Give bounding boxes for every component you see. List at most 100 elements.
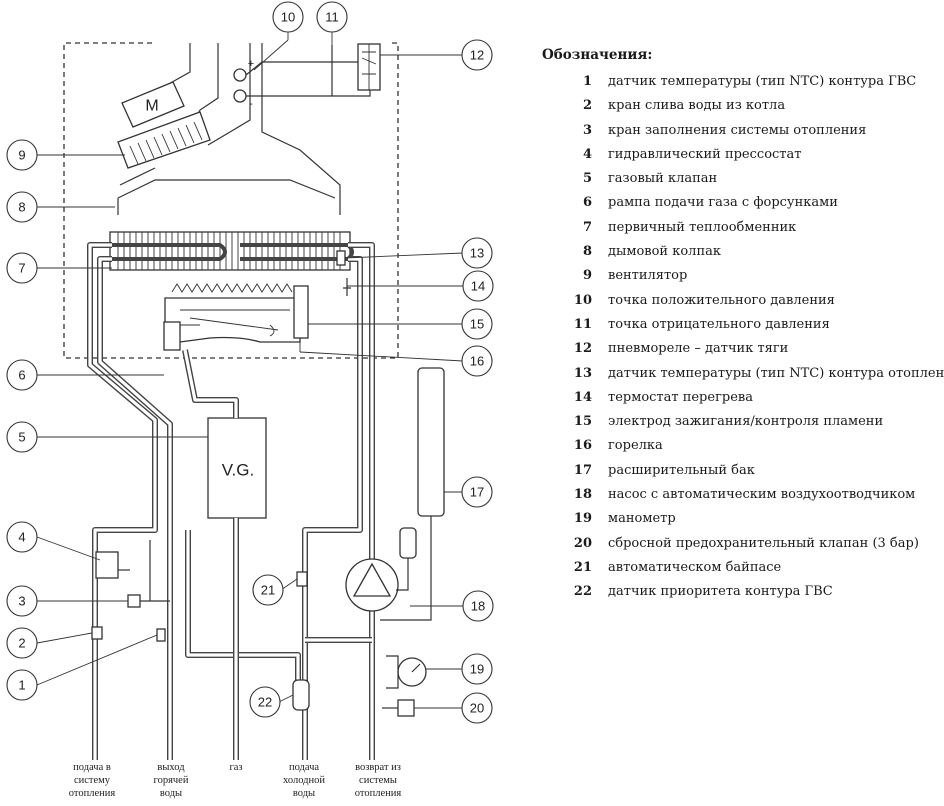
positive-pressure-point (233, 68, 247, 82)
callout-15: 15 (470, 317, 484, 332)
legend-num: 6 (582, 195, 592, 211)
legend-text: вентилятор (608, 268, 688, 284)
legend-text: горелка (608, 438, 663, 454)
burner-flames (171, 283, 293, 293)
legend-num: 3 (582, 122, 592, 138)
legend-text: кран заполнения системы отопления (608, 122, 867, 138)
legend-num: 21 (573, 559, 592, 575)
legend-text: датчик приоритета контура ГВС (608, 584, 833, 600)
water-pipes (87, 242, 375, 760)
callout-12: 12 (470, 48, 484, 63)
drain-tap (91, 626, 103, 640)
legend-item-9: 9 вентилятор (542, 268, 942, 292)
negative-pressure-point (233, 89, 247, 103)
flue-hood (157, 43, 341, 215)
legend-title: Обозначения: (542, 47, 653, 63)
label-hot-water-3: воды (160, 788, 182, 799)
legend-num: 11 (573, 316, 592, 332)
bypass-valve (296, 571, 308, 587)
callout-3: 3 (18, 594, 25, 609)
callout-10: 10 (281, 10, 295, 25)
legend-text: точка отрицательного давления (608, 316, 830, 332)
connection-labels: подача в систему отопления выход горячей… (69, 762, 402, 799)
pump-triangle (352, 562, 392, 597)
safety-valve (397, 699, 415, 717)
gauge-needle (386, 655, 421, 689)
label-gas: газ (229, 762, 242, 773)
legend-num: 2 (582, 98, 592, 114)
overheat-thermostat (343, 278, 351, 296)
legend-num: 20 (573, 535, 592, 551)
callout-circles: 10 11 12 9 8 7 13 14 15 16 6 5 17 4 3 2 … (6, 1, 494, 724)
callout-17: 17 (470, 485, 484, 500)
callout-6: 6 (18, 368, 25, 383)
expansion-vessel (417, 367, 445, 517)
relay-detail (361, 44, 377, 90)
legend-num: 13 (573, 365, 592, 381)
label-hot-water-2: горячей (154, 775, 189, 786)
callout-11: 11 (325, 10, 339, 25)
plus-sign: + (248, 58, 254, 70)
label-cold-water-2: холодной (283, 775, 325, 786)
callout-5: 5 (18, 430, 25, 445)
callout-7: 7 (18, 261, 25, 276)
burner-assembly (163, 283, 301, 351)
fill-tap (127, 594, 141, 608)
legend-num: 8 (582, 244, 592, 260)
minus-sign: - (249, 98, 253, 110)
legend-text: кран слива воды из котла (608, 98, 786, 114)
exchanger-fins (117, 232, 341, 270)
legend-text: насос с автоматическим воздухоотводчиком (608, 487, 916, 503)
callout-9: 9 (18, 148, 25, 163)
legend-num: 9 (582, 268, 592, 284)
legend-text: электрод зажигания/контроля пламени (608, 414, 884, 430)
legend-text: дымовой колпак (608, 244, 721, 260)
fill-tap-link (140, 540, 170, 602)
legend-item-8: 8 дымовой колпак (542, 244, 942, 268)
legend-num: 10 (573, 292, 592, 308)
fan-motor (121, 81, 185, 128)
legend-num: 1 (582, 74, 592, 89)
pressure-tubes (245, 45, 371, 97)
primary-heat-exchanger (109, 231, 354, 271)
gas-ramp-6 (163, 321, 181, 351)
callout-14: 14 (471, 279, 485, 294)
label-hot-water-1: выход (157, 762, 185, 773)
gas-pipe (182, 349, 239, 760)
dhw-ntc-sensor (156, 628, 166, 642)
hydraulic-pressostat (95, 551, 119, 579)
label-heating-supply-3: отопления (69, 788, 116, 799)
callout-13: 13 (470, 246, 484, 261)
fan-blades (129, 121, 203, 165)
fan-impeller (117, 111, 211, 169)
legend-text: точка положительного давления (608, 292, 835, 308)
exchanger-body (109, 231, 351, 271)
label-heating-return-1: возврат из (355, 762, 401, 773)
dhw-priority-sensor (292, 679, 310, 711)
ignition-electrode (293, 285, 309, 339)
legend-text: манометр (608, 511, 676, 527)
legend-item-6: 6 рампа подачи газа с форсунками (542, 195, 942, 219)
fan-motor-label: M (145, 98, 158, 115)
legend-num: 19 (573, 511, 592, 527)
legend-num: 17 (573, 462, 592, 478)
callout-21: 21 (261, 583, 275, 598)
air-vent-link (396, 558, 409, 591)
ntc-heating-sensor (336, 250, 346, 266)
legend-item-19: 19 манометр (542, 511, 942, 535)
legend-text: рампа подачи газа с форсунками (608, 195, 838, 211)
legend-item-11: 11 точка отрицательного давления (542, 317, 942, 341)
callout-20: 20 (470, 701, 484, 716)
